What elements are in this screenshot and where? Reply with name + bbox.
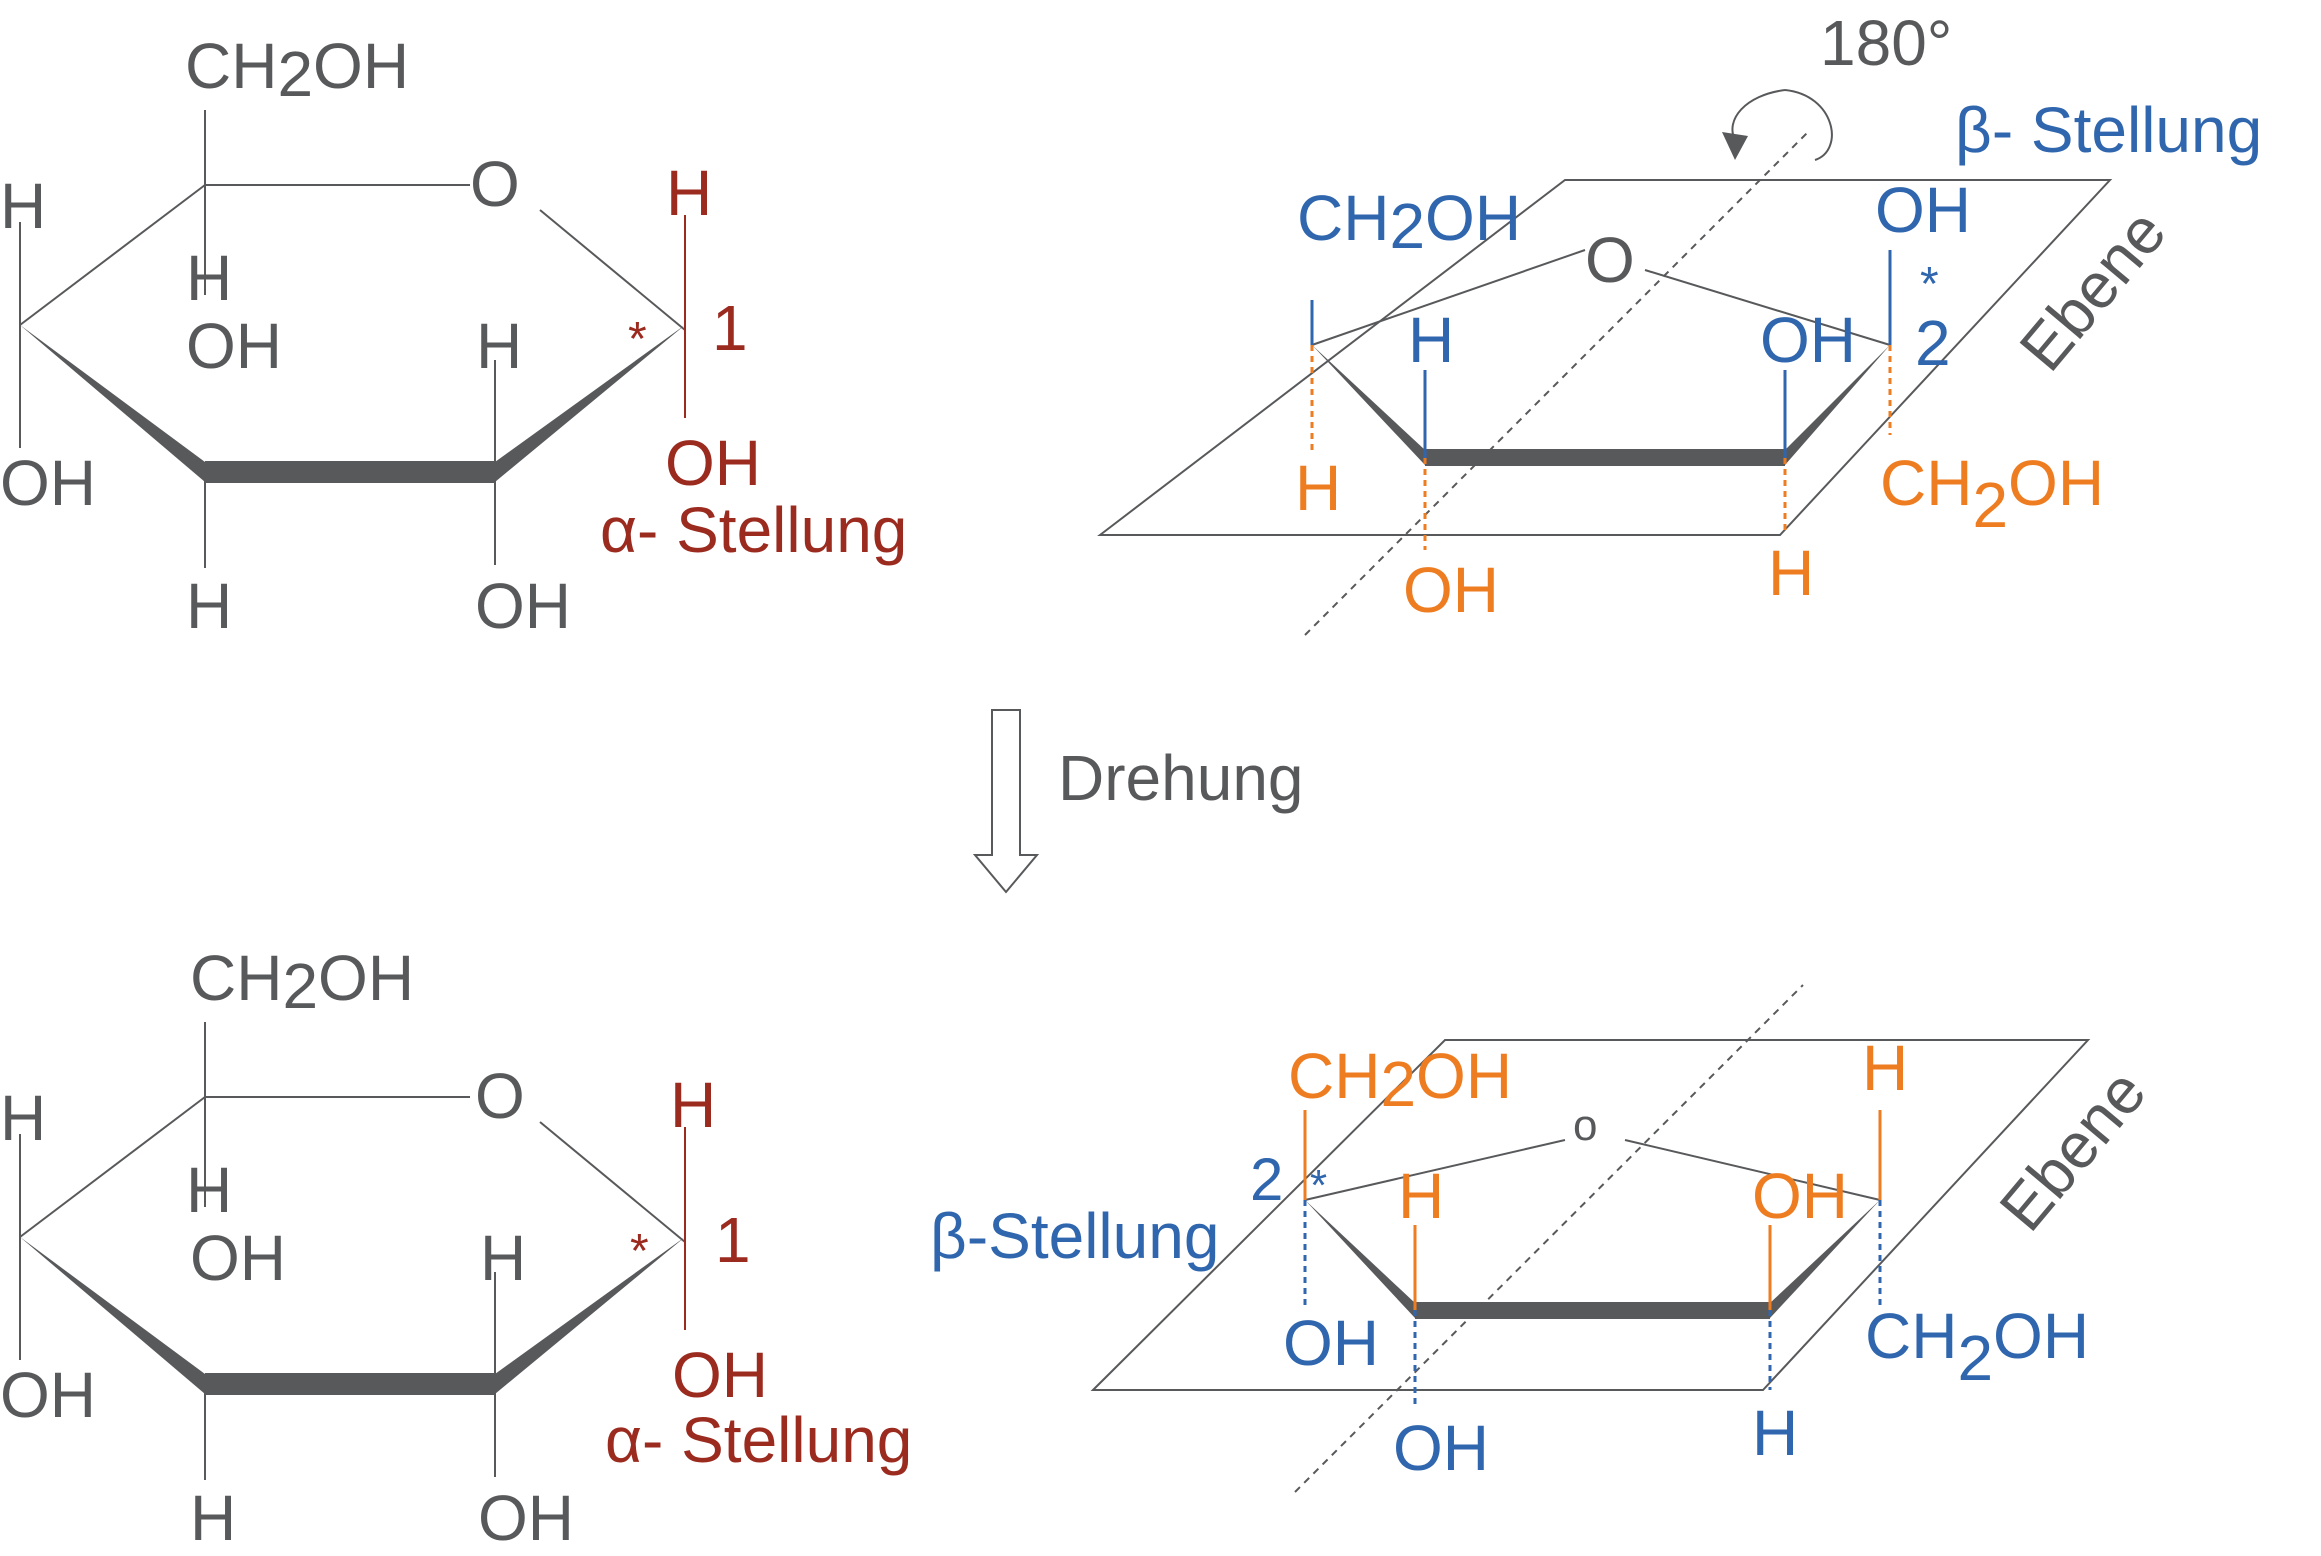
c3-oh-up-label: OH	[1760, 304, 1856, 376]
c3-oh-label: OH	[190, 1222, 286, 1294]
c3-h-label: H	[186, 570, 232, 642]
c1-h-label: H	[666, 157, 712, 229]
c4-h-label: H	[0, 1082, 46, 1154]
c1-number-label: 1	[712, 292, 748, 364]
c5-h-up-label: H	[1408, 304, 1454, 376]
c1-number-label: 1	[715, 1204, 751, 1276]
ring-oxygen-label: o	[1573, 1101, 1597, 1150]
c6-ch2oh-label: CH2OH	[1297, 182, 1521, 262]
fructose-top: 180° β- Stellung Ebene CH2OH O OH * 2 H …	[1097, 7, 2262, 636]
plane-label: Ebene	[1986, 1056, 2160, 1244]
glucose-bottom: CH2OH O H H OH H OH H OH * H 1 OH α- Ste…	[0, 942, 912, 1554]
rotation-angle-label: 180°	[1820, 7, 1952, 79]
c2-number-label: 2	[1915, 307, 1951, 379]
c2-ch2oh-up-label: CH2OH	[1288, 1040, 1512, 1120]
ring-oxygen-label: O	[475, 1060, 525, 1132]
c2-number-label: 2	[1250, 1146, 1283, 1213]
c2-oh-label: OH	[478, 1482, 574, 1554]
c1-h-label: H	[670, 1069, 716, 1141]
alpha-position-label: α- Stellung	[605, 1404, 912, 1476]
ch2oh-label: CH2OH	[190, 942, 414, 1022]
c2-oh-label: OH	[475, 570, 571, 642]
c4-h-down-label: H	[1752, 1397, 1798, 1469]
c2-h-label: H	[480, 1222, 526, 1294]
alpha-position-label: α- Stellung	[600, 494, 907, 566]
c3-h-up-label: H	[1398, 1160, 1444, 1232]
c5-h-label: H	[186, 1154, 232, 1226]
c3-oh-label: OH	[186, 310, 282, 382]
fructose-bottom: Ebene CH2OH o H 2 * β-Stellung H OH OH C…	[930, 984, 2160, 1493]
c2-oh-down-label: OH	[1283, 1307, 1379, 1379]
rotation-arrow: Drehung	[972, 709, 1304, 894]
c3-h-down-label: H	[1768, 537, 1814, 609]
anomeric-star: *	[630, 1225, 649, 1278]
c2-oh-label: OH	[1875, 174, 1971, 246]
c1-oh-label: OH	[672, 1339, 768, 1411]
c2-h-label: H	[476, 310, 522, 382]
c4-oh-up-label: OH	[1752, 1160, 1848, 1232]
ch2oh-label: CH2OH	[185, 30, 409, 110]
c1-oh-label: OH	[665, 427, 761, 499]
c4-oh-label: OH	[0, 1359, 96, 1431]
c5-h-down-label: H	[1295, 452, 1341, 524]
ring-oxygen-label: O	[1585, 224, 1635, 296]
beta-position-label: β-Stellung	[930, 1200, 1219, 1272]
c3-h-label: H	[190, 1482, 236, 1554]
c3-oh-down-label: OH	[1393, 1412, 1489, 1484]
c2-ch2oh-down-label: CH2OH	[1880, 447, 2104, 541]
c4-h-label: H	[0, 170, 46, 242]
beta-position-label: β- Stellung	[1955, 94, 2262, 166]
glucose-top: CH2OH O H H OH H OH H OH * H 1 OH α- Ste…	[0, 30, 907, 642]
rotation-arrow-label: Drehung	[1058, 742, 1304, 814]
anomeric-star: *	[1310, 1161, 1327, 1210]
c5-h-label: H	[186, 242, 232, 314]
plane-label: Ebene	[2006, 196, 2180, 384]
c5-h-up-label: H	[1862, 1032, 1908, 1104]
c5-ch2oh-down-label: CH2OH	[1865, 1300, 2089, 1394]
ring-oxygen-label: O	[470, 148, 520, 220]
anomeric-star: *	[1920, 258, 1939, 311]
c4-oh-label: OH	[0, 447, 96, 519]
anomeric-star: *	[628, 313, 647, 366]
c4-oh-down-label: OH	[1403, 554, 1499, 626]
